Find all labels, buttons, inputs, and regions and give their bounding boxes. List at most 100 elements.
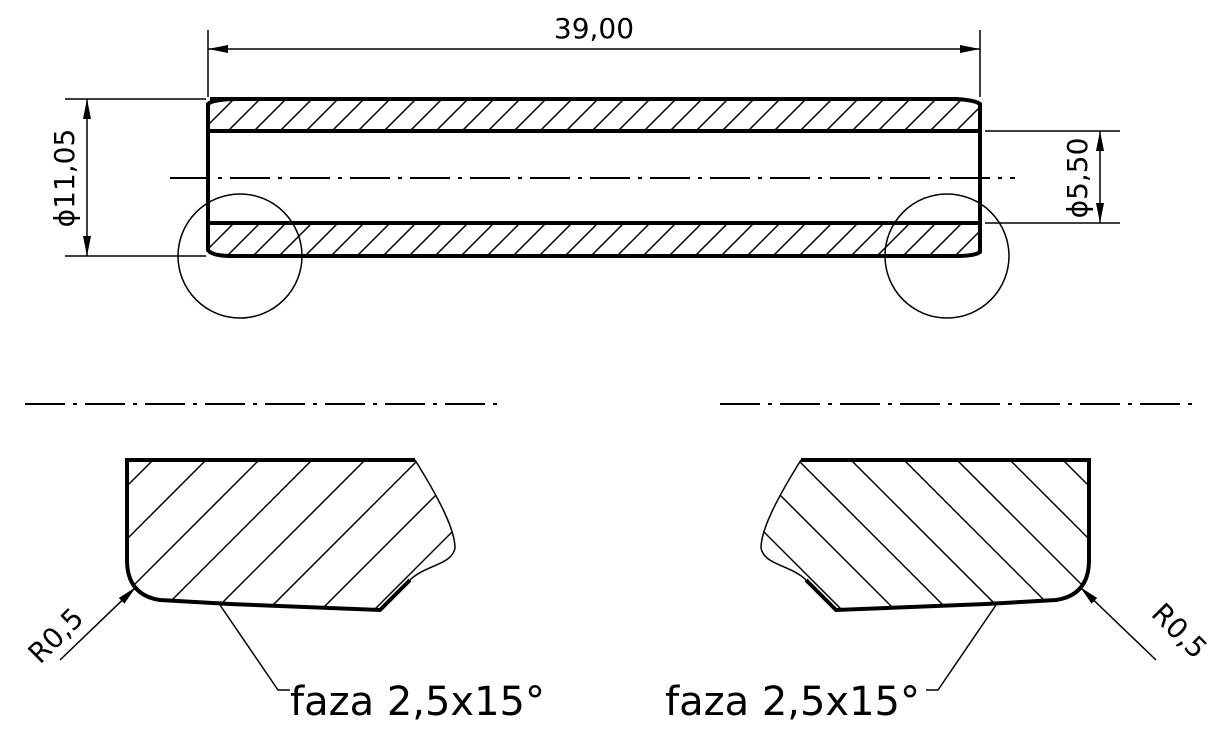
hatch-line <box>208 99 209 101</box>
hatch-line <box>409 99 443 131</box>
hatch-line <box>212 460 366 610</box>
hatch-line <box>305 99 339 131</box>
hatch-line <box>330 223 365 256</box>
chamfer-leader-left <box>219 604 290 691</box>
hatch-line <box>720 223 755 256</box>
detail-right: R0,5 faza 2,5x15° <box>665 458 1216 725</box>
hatch-line <box>253 99 287 131</box>
hatch-line <box>486 223 521 256</box>
radius-label-left: R0,5 <box>22 601 91 670</box>
length-dim-label: 39,00 <box>554 12 634 45</box>
detail-right-outline <box>801 458 1091 613</box>
inner-diameter-label: ϕ5,50 <box>1061 138 1094 219</box>
hatch-line <box>797 460 951 610</box>
hatch-line <box>382 223 417 256</box>
hatch-line <box>564 223 599 256</box>
hatch-line <box>643 99 677 131</box>
hatch-line <box>798 223 833 256</box>
hatch-line <box>903 460 1057 610</box>
hatch-line <box>955 105 980 131</box>
hatch-line <box>850 223 885 256</box>
hatch-line <box>669 99 703 131</box>
hatch-bottom-wall <box>208 223 980 256</box>
hatch-line <box>226 223 261 256</box>
hatch-line <box>591 99 625 131</box>
section-view <box>170 97 1015 319</box>
hatch-line <box>435 99 469 131</box>
hatch-line <box>824 223 859 256</box>
hatch-line <box>513 99 547 131</box>
hatch-line <box>902 223 937 256</box>
hatch-line <box>331 99 365 131</box>
hatch-line <box>799 99 833 131</box>
hatch-line <box>538 223 573 256</box>
hatch-line <box>929 99 963 131</box>
detail-left-hatch <box>0 460 455 612</box>
hatch-line <box>208 223 235 251</box>
hatch-line <box>383 99 417 131</box>
hatch-line <box>617 99 651 131</box>
hatch-line <box>877 99 911 131</box>
hatch-line <box>357 99 391 131</box>
hatch-line <box>460 223 495 256</box>
part-outline <box>206 97 982 258</box>
hatch-line <box>487 99 521 131</box>
radius-leader-left <box>59 586 137 661</box>
hatch-top-wall <box>208 99 980 131</box>
radius-leader-right <box>1079 586 1157 661</box>
detail-circle-right <box>884 193 1010 319</box>
hatch-line <box>721 99 755 131</box>
hatch-line <box>356 223 391 256</box>
hatch-line <box>590 223 625 256</box>
hatch-line <box>565 99 599 131</box>
hatch-line <box>539 99 573 131</box>
hatch-line <box>208 99 235 127</box>
hatch-line <box>512 223 547 256</box>
hatch-line <box>252 223 287 256</box>
hatch-line <box>461 99 495 131</box>
hatch-line <box>278 223 313 256</box>
hatch-line <box>434 223 469 256</box>
chamfer-label-left: faza 2,5x15° <box>290 679 545 725</box>
hatch-line <box>772 223 807 256</box>
hatch-line <box>1116 460 1216 612</box>
detail-right-break-line <box>760 459 807 581</box>
hatch-line <box>825 99 859 131</box>
hatch-line <box>694 223 729 256</box>
hatch-line <box>227 99 261 131</box>
hatch-line <box>761 460 845 610</box>
hatch-line <box>127 460 207 610</box>
hatch-line <box>876 223 911 256</box>
hatch-line <box>642 223 677 256</box>
length-dimension: 39,00 <box>207 12 981 97</box>
outer-diameter-label: ϕ11,05 <box>48 129 81 228</box>
hatch-line <box>928 223 963 256</box>
hatch-line <box>304 223 339 256</box>
hatch-line <box>0 460 100 612</box>
hatch-line <box>746 223 781 256</box>
detail-left: R0,5 faza 2,5x15° <box>0 458 545 725</box>
hatch-line <box>695 99 729 131</box>
hatch-line <box>1009 460 1089 610</box>
hatch-line <box>747 99 781 131</box>
hatch-line <box>850 460 1004 610</box>
hatch-line <box>903 99 937 131</box>
inner-diameter-dimension: ϕ5,50 <box>985 130 1120 224</box>
detail-left-break-line <box>409 459 456 581</box>
hatch-line <box>773 99 807 131</box>
hatch-line <box>668 223 703 256</box>
chamfer-label-right: faza 2,5x15° <box>665 679 920 725</box>
chamfer-leader-right <box>926 604 997 691</box>
hatch-line <box>408 223 443 256</box>
detail-left-outline <box>125 458 415 613</box>
outer-diameter-dimension: ϕ11,05 <box>48 98 206 257</box>
radius-label-right: R0,5 <box>1145 597 1214 666</box>
hatch-line <box>265 460 419 610</box>
hatch-line <box>371 460 455 610</box>
hatch-line <box>954 229 980 256</box>
hatch-line <box>279 99 313 131</box>
hatch-line <box>851 99 885 131</box>
hatch-line <box>616 223 651 256</box>
hatch-line <box>159 460 313 610</box>
